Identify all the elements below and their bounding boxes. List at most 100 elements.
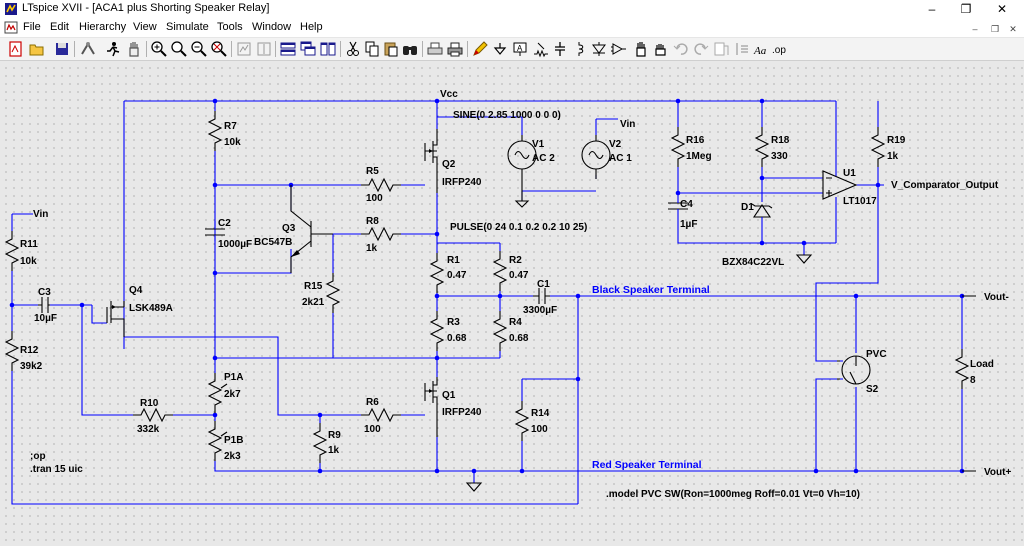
r18-ref: R18 — [771, 135, 790, 146]
spice-directive-icon[interactable]: .op — [771, 40, 793, 58]
r2-value: 0.47 — [509, 270, 529, 281]
net-vcc: Vcc — [440, 89, 458, 100]
paste-icon[interactable] — [382, 40, 400, 58]
mdi-restore-button[interactable]: ❐ — [990, 24, 1000, 34]
zoom-fit-icon[interactable] — [210, 40, 228, 58]
menu-window[interactable]: Window — [252, 21, 292, 33]
junctions — [9, 98, 965, 474]
halt-hand-icon[interactable] — [125, 40, 143, 58]
resistor-symbols — [4, 111, 970, 463]
r18-value: 330 — [771, 151, 788, 162]
mdi-minimize-button[interactable]: – — [972, 24, 978, 34]
close-button[interactable]: ✕ — [996, 2, 1008, 16]
r3-value: 0.68 — [447, 333, 467, 344]
move-hand-icon[interactable] — [632, 40, 650, 58]
draw-wire-pencil-icon[interactable] — [471, 40, 489, 58]
inductor-icon[interactable] — [570, 40, 588, 58]
mdi-close-button[interactable]: ✕ — [1009, 24, 1017, 34]
s2-value: PVC — [866, 349, 887, 360]
menu-bar: File Edit Hierarchy View Simulate Tools … — [0, 18, 1024, 38]
c2-value: 1000µF — [218, 239, 252, 250]
menu-edit[interactable]: Edit — [50, 21, 69, 33]
q4-ref: Q4 — [129, 285, 143, 296]
diode-icon[interactable] — [590, 40, 608, 58]
capacitor-icon[interactable] — [551, 40, 569, 58]
new-schematic-icon[interactable] — [7, 40, 25, 58]
zoom-in-icon[interactable] — [150, 40, 168, 58]
component-icon[interactable] — [610, 40, 628, 58]
r4-value: 0.68 — [509, 333, 529, 344]
r11-value: 10k — [20, 256, 37, 267]
rotate-icon[interactable] — [712, 40, 730, 58]
menu-view[interactable]: View — [133, 21, 157, 33]
bjt-symbol-q3 — [290, 185, 333, 273]
run-icon[interactable] — [104, 40, 122, 58]
cut-scissors-icon[interactable] — [344, 40, 362, 58]
label-net-icon[interactable]: A — [511, 40, 529, 58]
cascade-icon[interactable] — [299, 40, 317, 58]
c1-ref: C1 — [537, 279, 550, 290]
tile-horizontal-icon[interactable] — [279, 40, 297, 58]
toolbar-separator — [467, 41, 468, 57]
open-folder-icon[interactable] — [28, 40, 46, 58]
print-setup-icon[interactable] — [426, 40, 444, 58]
toolbar-separator — [422, 41, 423, 57]
v1-ref: V1 — [532, 139, 545, 150]
c4-ref: C4 — [680, 199, 693, 210]
q4-value: LSK489A — [129, 303, 173, 314]
r5-ref: R5 — [366, 166, 379, 177]
r3-ref: R3 — [447, 317, 460, 328]
drag-hand-icon[interactable] — [652, 40, 670, 58]
c4-value: 1µF — [680, 219, 697, 230]
ground-icon[interactable] — [491, 40, 509, 58]
q3-ref: Q3 — [282, 223, 296, 234]
autorange-icon[interactable] — [235, 40, 253, 58]
mirror-icon[interactable] — [733, 40, 751, 58]
opamp-u1 — [822, 170, 858, 200]
schematic-canvas[interactable]: R7 10k C2 1000µF Q3 BC547B Q4 LSK489A R1… — [0, 61, 1024, 546]
r11-ref: R11 — [20, 239, 38, 250]
schematic-doc-icon[interactable] — [4, 21, 18, 34]
net-red-speaker-terminal: Red Speaker Terminal — [592, 459, 702, 471]
menu-file[interactable]: File — [23, 21, 41, 33]
r1-value: 0.47 — [447, 270, 467, 281]
menu-tools[interactable]: Tools — [217, 21, 243, 33]
print-icon[interactable] — [446, 40, 464, 58]
r10-ref: R10 — [140, 398, 159, 409]
q1-value: IRFP240 — [442, 407, 482, 418]
toolbar-separator — [146, 41, 147, 57]
r9-ref: R9 — [328, 430, 341, 441]
maximize-button[interactable]: ❐ — [960, 2, 972, 16]
undo-icon[interactable] — [672, 40, 690, 58]
tile-vertical-icon[interactable] — [319, 40, 337, 58]
menu-help[interactable]: Help — [300, 21, 323, 33]
menu-simulate[interactable]: Simulate — [166, 21, 209, 33]
redo-icon[interactable] — [692, 40, 710, 58]
minimize-button[interactable]: – — [928, 2, 936, 16]
q2-ref: Q2 — [442, 159, 456, 170]
r10-value: 332k — [137, 424, 160, 435]
v1-sine-spec: SINE(0 2.85 1000 0 0 0) — [453, 110, 561, 121]
zener-d1 — [751, 203, 773, 227]
text-icon[interactable]: Aa — [753, 40, 771, 58]
directive-op: ;op — [30, 451, 46, 462]
d1-ref: D1 — [741, 202, 754, 213]
autorange-y-icon[interactable] — [255, 40, 273, 58]
v2-value: AC 1 — [609, 153, 632, 164]
r8-ref: R8 — [366, 216, 379, 227]
zoom-out-icon[interactable] — [190, 40, 208, 58]
u1-ref: U1 — [843, 168, 856, 179]
net-v-comparator-output: V_Comparator_Output — [891, 180, 999, 191]
r19-value: 1k — [887, 151, 899, 162]
resistor-icon[interactable] — [532, 40, 550, 58]
pan-icon[interactable] — [170, 40, 188, 58]
find-binoculars-icon[interactable] — [401, 40, 419, 58]
copy-icon[interactable] — [363, 40, 381, 58]
control-panel-icon[interactable] — [79, 40, 97, 58]
text-icon-glyph: Aa — [753, 45, 767, 57]
c3-ref: C3 — [38, 287, 51, 298]
menu-hierarchy[interactable]: Hierarchy — [79, 21, 127, 33]
save-icon[interactable] — [53, 40, 71, 58]
q2-value: IRFP240 — [442, 177, 482, 188]
